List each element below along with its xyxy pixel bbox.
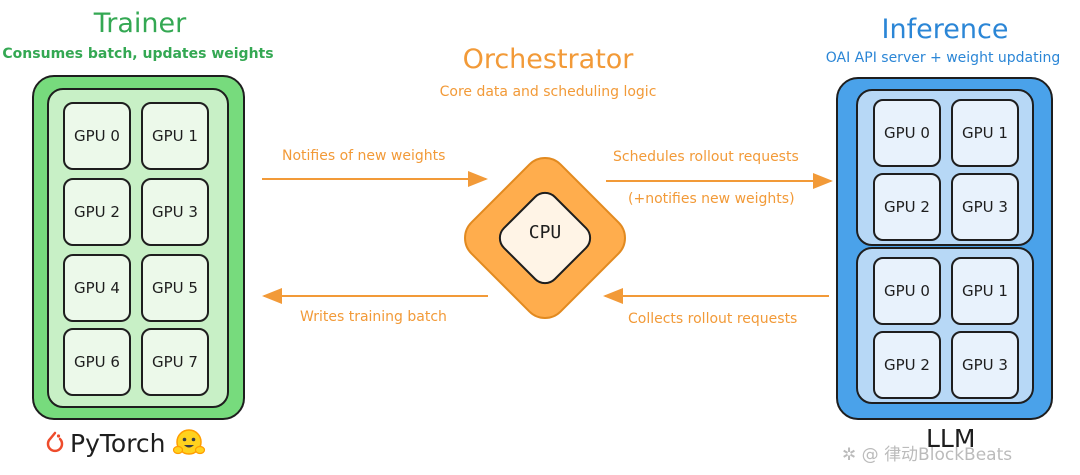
trainer-gpu-7: GPU 7: [141, 328, 209, 396]
inference-group1-gpu-2: GPU 2: [873, 173, 941, 241]
pytorch-text: PyTorch: [70, 428, 166, 458]
watermark: ✲ @ 律动BlockBeats: [842, 440, 1012, 465]
pytorch-label: PyTorch: [46, 428, 206, 458]
inference-subtitle: OAI API server + weight updating: [825, 50, 1061, 66]
inference-group2-gpu-3: GPU 3: [951, 331, 1019, 399]
llm-label: LLM: [926, 424, 976, 453]
inference-group1-gpu-3: GPU 3: [951, 173, 1019, 241]
inference-group2-gpu-2: GPU 2: [873, 331, 941, 399]
label-schedules-note: (+notifies new weights): [628, 191, 795, 207]
orchestrator-subtitle: Core data and scheduling logic: [439, 84, 657, 100]
inference-group1-gpu-1: GPU 1: [951, 99, 1019, 167]
inference-gpu-group-2: GPU 0 GPU 1 GPU 2 GPU 3: [856, 247, 1034, 404]
orchestrator-title: Orchestrator: [462, 44, 634, 75]
label-writes-batch: Writes training batch: [300, 309, 447, 325]
trainer-gpu-0: GPU 0: [63, 102, 131, 170]
inference-group1-gpu-0: GPU 0: [873, 99, 941, 167]
inference-group2-gpu-1: GPU 1: [951, 257, 1019, 325]
inference-gpu-group-1: GPU 0 GPU 1 GPU 2 GPU 3: [856, 89, 1034, 246]
wechat-icon: ✲ @: [842, 445, 885, 465]
label-notify-weights: Notifies of new weights: [282, 148, 446, 164]
label-collects-requests: Collects rollout requests: [628, 311, 798, 327]
trainer-gpu-3: GPU 3: [141, 178, 209, 246]
trainer-gpu-group: GPU 0 GPU 1 GPU 2 GPU 3 GPU 4 GPU 5 GPU …: [47, 88, 229, 408]
watermark-text: 律动BlockBeats: [884, 445, 1013, 465]
trainer-gpu-5: GPU 5: [141, 254, 209, 322]
label-schedules-requests: Schedules rollout requests: [613, 149, 799, 165]
cpu-node: [464, 157, 626, 319]
trainer-title: Trainer: [93, 8, 187, 39]
trainer-gpu-6: GPU 6: [63, 328, 131, 396]
trainer-gpu-2: GPU 2: [63, 178, 131, 246]
inference-group2-gpu-0: GPU 0: [873, 257, 941, 325]
pytorch-logo-icon: [46, 431, 64, 453]
trainer-gpu-1: GPU 1: [141, 102, 209, 170]
inference-title: Inference: [881, 14, 1009, 45]
trainer-gpu-4: GPU 4: [63, 254, 131, 322]
inference-node: GPU 0 GPU 1 GPU 2 GPU 3 GPU 0 GPU 1 GPU …: [836, 77, 1053, 420]
hugging-face-icon: [172, 429, 205, 455]
trainer-subtitle: Consumes batch, updates weights: [2, 46, 274, 62]
cpu-label: CPU: [528, 222, 562, 243]
